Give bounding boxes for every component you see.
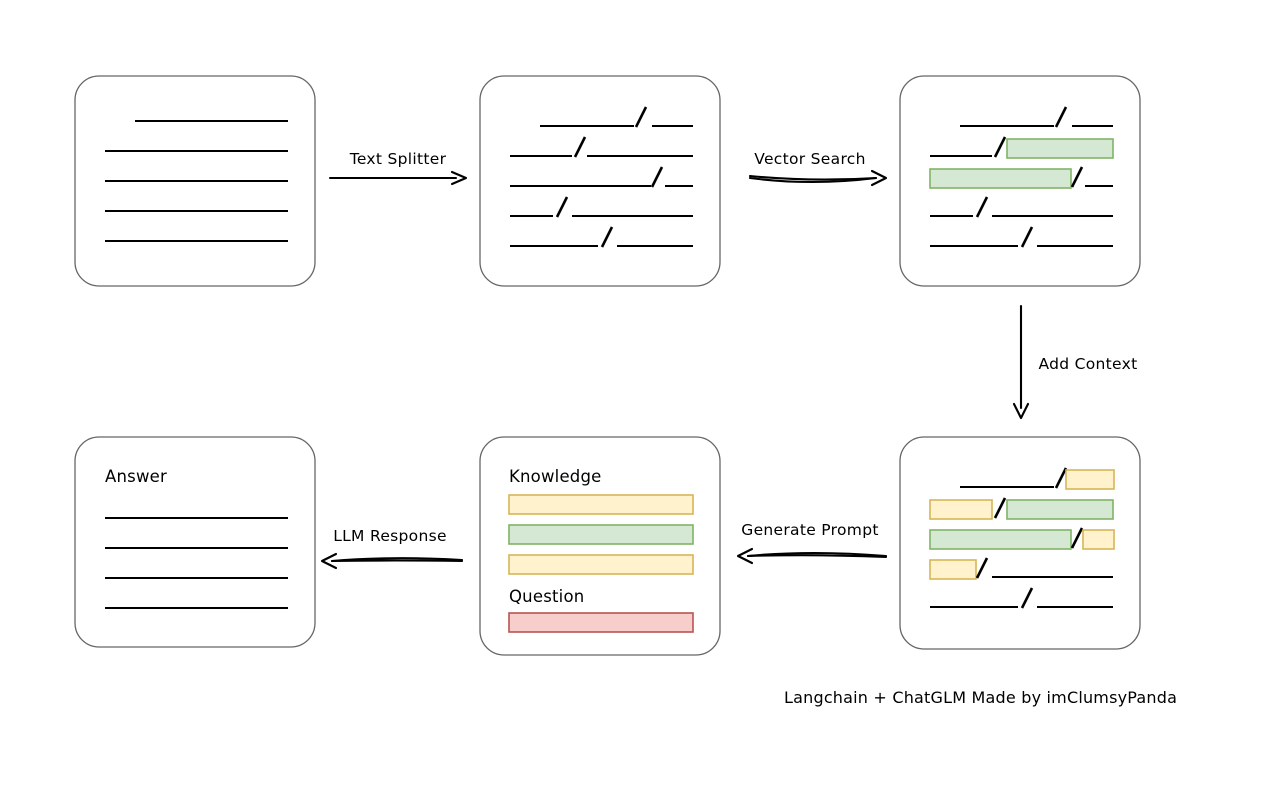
knowledge-bar-green: [508, 524, 694, 545]
slash-separator: [1054, 467, 1068, 489]
slash-separator: [1020, 226, 1034, 248]
answer-heading: Answer: [105, 467, 167, 486]
source-document-lines: [105, 119, 288, 243]
node-answer[interactable]: Answer: [74, 436, 316, 648]
node-source-document[interactable]: [74, 75, 316, 287]
chunk-highlight-yellow: [929, 499, 993, 520]
node-split-chunks[interactable]: [479, 75, 721, 287]
edge-text-splitter: Text Splitter: [328, 150, 468, 186]
slash-separator: [993, 136, 1007, 158]
generate-prompt-arrow-head: [736, 547, 754, 565]
slash-separator: [1070, 527, 1084, 549]
slash-separator: [650, 166, 664, 188]
knowledge-bar-yellow: [508, 554, 694, 575]
slash-separator: [600, 226, 614, 248]
chunk-highlight-green: [1006, 138, 1114, 159]
edge-llm-response: LLM Response: [320, 527, 464, 570]
footer-credit: Langchain + ChatGLM Made by imClumsyPand…: [784, 688, 1177, 707]
question-heading: Question: [509, 587, 584, 606]
chunk-highlight-green: [929, 529, 1072, 550]
matched-chunks-rows: [929, 106, 1114, 248]
slash-separator: [634, 106, 648, 128]
answer-lines: [105, 516, 288, 610]
edge-add-context: Add Context: [1012, 304, 1138, 420]
answer-box[interactable]: [74, 436, 316, 648]
vector-search-arrow-head: [870, 169, 888, 187]
edge-label-text-splitter: Text Splitter: [349, 150, 447, 168]
node-matched-chunks[interactable]: [899, 75, 1141, 287]
slash-separator: [1054, 106, 1068, 128]
edge-generate-prompt: Generate Prompt: [736, 521, 888, 565]
edge-label-add-context: Add Context: [1039, 355, 1138, 373]
edge-vector-search: Vector Search: [748, 150, 888, 187]
text-splitter-arrow-head: [450, 170, 468, 186]
edge-label-vector-search: Vector Search: [754, 150, 865, 168]
chunk-highlight-green: [1006, 499, 1114, 520]
node-prompt[interactable]: Knowledge Question: [479, 436, 721, 656]
slash-separator: [975, 196, 989, 218]
generate-prompt-arrow-shaft-2: [746, 554, 888, 559]
knowledge-bars: [508, 494, 694, 575]
knowledge-heading: Knowledge: [509, 467, 602, 486]
vector-search-arrow-shaft-2: [748, 176, 878, 184]
node-context-chunks[interactable]: [899, 436, 1141, 650]
llm-response-arrow-shaft-2: [330, 559, 464, 563]
slash-separator: [555, 196, 569, 218]
split-chunks-box[interactable]: [479, 75, 721, 287]
chunk-highlight-green: [929, 168, 1072, 189]
llm-response-arrow-head: [320, 552, 338, 570]
slash-separator: [993, 497, 1007, 519]
edge-label-generate-prompt: Generate Prompt: [741, 521, 878, 539]
chunk-highlight-yellow: [1082, 529, 1115, 550]
split-chunks-rows: [510, 106, 693, 248]
context-chunks-rows: [929, 467, 1115, 609]
question-bar-red: [508, 612, 694, 633]
slash-separator: [975, 557, 989, 579]
slash-separator: [1020, 587, 1034, 609]
add-context-arrow-head: [1012, 402, 1030, 420]
chunk-highlight-yellow: [929, 559, 977, 580]
slash-separator: [573, 136, 587, 158]
slash-separator: [1070, 166, 1084, 188]
edge-label-llm-response: LLM Response: [333, 527, 447, 545]
chunk-highlight-yellow: [1065, 469, 1115, 490]
question-bars: [508, 612, 694, 633]
knowledge-bar-yellow: [508, 494, 694, 515]
prompt-box[interactable]: [479, 436, 721, 656]
